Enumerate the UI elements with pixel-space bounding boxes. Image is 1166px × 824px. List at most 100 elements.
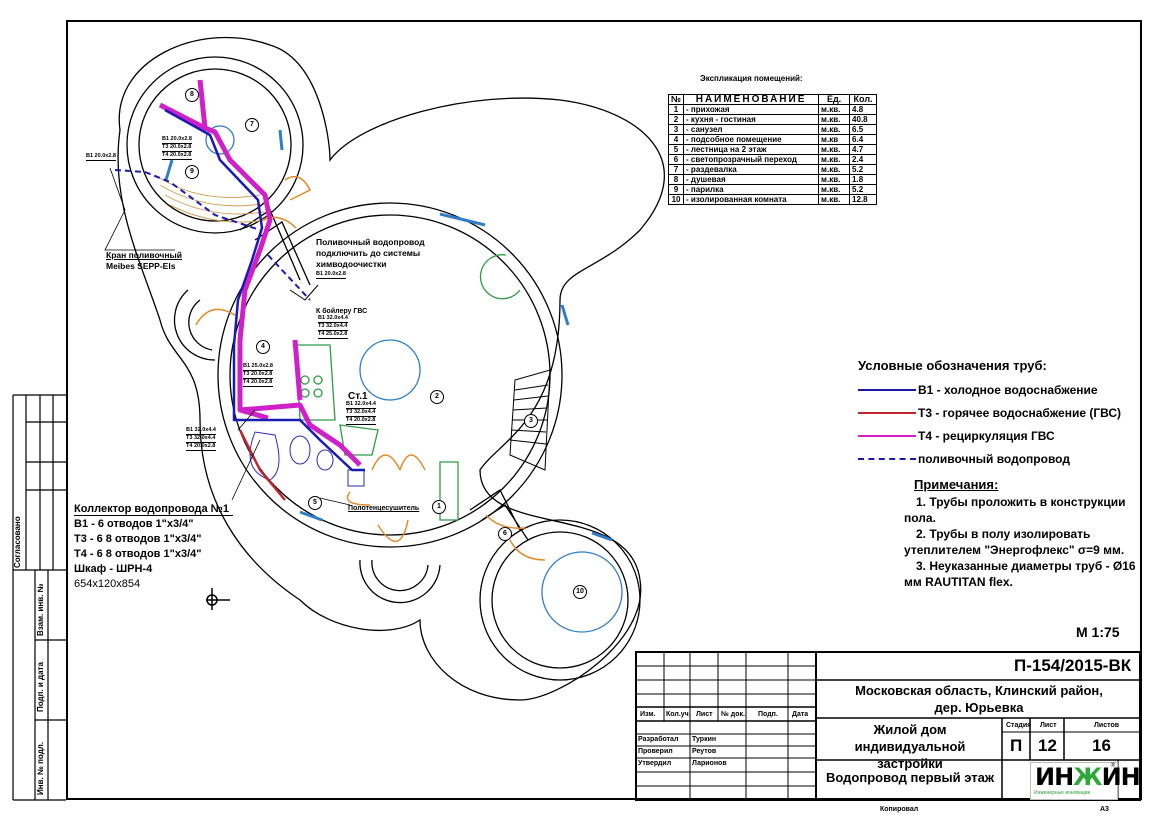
company-logo: ИНЖИН Инженерные инновации ® [1030, 762, 1141, 800]
sheet-value: 12 [1038, 736, 1057, 755]
pipe-irrigation [114, 169, 311, 301]
irrigation-note-line: Поливочный водопровод [316, 237, 425, 247]
pipe-spec: Т4 20.0x2.8 [186, 443, 216, 451]
pipe-spec: Т4 20.0x2.8 [346, 417, 376, 425]
tb-role: Разработал [638, 736, 679, 743]
notes: 1. Трубы проложить в конструкции пола. 2… [904, 494, 1140, 590]
tb-col-header: Подп. [758, 711, 778, 718]
tower-wall-inner [138, 68, 292, 222]
room-number: 3 [524, 414, 538, 428]
tap-note-line: Кран поливочный [106, 250, 182, 260]
pipe-spec: В1 32.0x4.4 [318, 315, 348, 323]
legend-label: Т3 - горячее водоснабжение (ГВС) [918, 406, 1122, 420]
pipe-spec: Т3 32.0x4.4 [318, 323, 348, 331]
rooms-table-title: Экспликация помещений: [700, 74, 803, 83]
logo-text-accent: Ж [1073, 763, 1102, 791]
tap-pipe-label: В1 20.0x2.8 [86, 153, 116, 161]
sheet-format: A3 [1100, 806, 1109, 813]
boiler-note: К бойлеру ГВС [316, 308, 368, 315]
logo-text-part: ИН [1035, 763, 1074, 791]
doc-code: П-154/2015-ВК [1014, 656, 1132, 675]
bay-left [173, 289, 216, 361]
tb-name: Ларионов [692, 760, 727, 767]
collector-note-line: 654x120x854 [74, 578, 141, 590]
riser-label: Ст.1 [348, 391, 368, 402]
tap-note: Кран поливочный Meibes SEPP-Els [106, 250, 182, 272]
stage-label: Стадия [1006, 722, 1032, 729]
windows [164, 129, 613, 542]
pipe-spec: В1 32.0x4.4 [186, 427, 216, 435]
pipe-spec: В1 20.0x2.8 [316, 271, 346, 279]
rooms-table-header: № НАИМЕНОВАНИЕ Ед. Кол. [667, 94, 878, 105]
scale-label: М 1:75 [1076, 624, 1120, 640]
tb-col-header: Дата [792, 711, 809, 718]
riser-pipes-label: В1 32.0x4.4 Т3 32.0x4.4 Т4 20.0x2.8 [346, 401, 376, 425]
room-number: 5 [308, 496, 322, 510]
pipe-spec: Т4 20.0x2.8 [162, 152, 192, 160]
note-item: 1. Трубы проложить в конструкции пола. [904, 495, 1126, 525]
tb-name: Туркин [692, 736, 717, 743]
collector-note: Коллектор водопровода №1 В1 - 6 отводов … [74, 502, 234, 592]
sheet-title: Водопровод первый этаж [826, 770, 995, 785]
bay-bottom [359, 559, 441, 604]
legend-item: Т3 - горячее водоснабжение (ГВС) [858, 405, 1121, 421]
utility-pipes-label: В1 25.0x2.8 Т3 20.0x2.8 Т4 20.0x2.8 [243, 363, 273, 387]
legend-item: поливочный водопровод [858, 451, 1070, 467]
address-line: Московская область, Клинский район, [855, 683, 1103, 698]
pipe-spec: В1 32.0x4.4 [346, 401, 376, 409]
hall-wall-outer [217, 202, 563, 548]
room-num: 10 [667, 194, 685, 205]
logo-subtitle: Инженерные инновации [1034, 790, 1091, 796]
boiler-pipes-label: В1 32.0x4.4 Т3 32.0x4.4 Т4 25.0x2.8 [318, 315, 348, 339]
room-number: 8 [185, 88, 199, 102]
tb-col-header: № док. [721, 711, 745, 718]
logo-text-part: ИН [1101, 763, 1141, 791]
address-line: дер. Юрьевка [934, 700, 1024, 715]
room-number: 10 [573, 585, 587, 599]
tower10-wall-outer [479, 519, 641, 681]
project-line: Жилой дом индивидуальной [854, 722, 966, 754]
irrigation-pipe-label: В1 20.0x2.8 [316, 271, 346, 279]
tower10-wall-inner [491, 531, 629, 669]
staircase [509, 369, 551, 471]
pipe-spec: Т4 25.0x2.8 [318, 331, 348, 339]
pipe-spec: Т4 20.0x2.8 [243, 379, 273, 387]
pipe-irrigation-out [289, 284, 319, 301]
logo-reg-mark: ® [1110, 763, 1115, 769]
tb-name: Реутов [692, 748, 717, 755]
note-item: 3. Неуказанные диаметры труб - Ø16 мм RA… [904, 559, 1136, 589]
legend-label: поливочный водопровод [918, 452, 1070, 466]
legend-label: Т4 - рециркуляция ГВС [918, 429, 1055, 443]
legend-line-swatch [858, 458, 916, 460]
pipe-spec: Т3 32.0x4.4 [346, 409, 376, 417]
project-line: застройки [877, 756, 943, 771]
legend-line-swatch [858, 412, 916, 414]
room-number: 2 [430, 390, 444, 404]
legend-line-swatch [858, 389, 916, 391]
room-number: 9 [185, 165, 199, 179]
door-swings [195, 175, 546, 561]
tb-col-header: Кол.уч. [666, 711, 691, 718]
irrigation-note: Поливочный водопровод подключить до сист… [316, 237, 425, 270]
tower7-circle [205, 125, 235, 155]
legend-title: Условные обозначения труб: [858, 358, 1047, 373]
legend-label: В1 - холодное водоснабжение [918, 383, 1098, 397]
copied-by-label: Копировал [880, 806, 919, 813]
pipe-spec: В1 25.0x2.8 [243, 363, 273, 371]
note-item: 2. Трубы в полу изолировать утеплителем … [904, 527, 1125, 557]
pipe-spec: В1 20.0x2.8 [162, 136, 192, 144]
logo-text: ИНЖИН [1035, 763, 1141, 791]
table-circle [359, 339, 421, 401]
collector-note-title: Коллектор водопровода №1 [74, 503, 234, 516]
legend-line-swatch [858, 435, 916, 437]
collector-note-line: Т3 - 6 8 отводов 1"x3/4" [74, 533, 202, 545]
sauna-pipes-label: В1 20.0x2.8 Т3 20.0x2.8 Т4 20.0x2.8 [162, 136, 192, 160]
sheets-value: 16 [1092, 736, 1111, 755]
collector-note-line: Шкаф - ШРН-4 [74, 563, 153, 575]
sheets-label: Листов [1094, 722, 1120, 729]
tb-col-header: Лист [696, 711, 713, 718]
origin-symbol [206, 588, 230, 610]
